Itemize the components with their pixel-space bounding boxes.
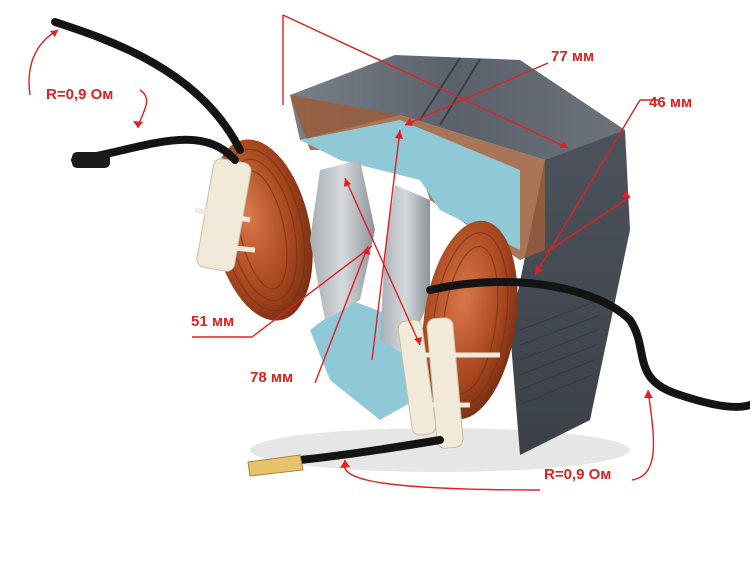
spade-terminal: [247, 454, 304, 477]
pole-left: [310, 160, 375, 320]
line-78-a: [314, 245, 369, 384]
label-resistance-top: R=0,9 Ом: [46, 86, 114, 103]
wire-end-sleeve: [72, 152, 110, 168]
line-51-b: [251, 245, 373, 338]
line-77-a: [282, 14, 569, 149]
core-top-face: [290, 55, 625, 160]
line-51-c: [344, 177, 421, 346]
line-46-c: [544, 196, 631, 254]
label-resistance-bottom: R=0,9 Ом: [544, 466, 612, 483]
label-length-78: 78 мм: [250, 369, 294, 386]
label-length-46: 46 мм: [649, 94, 693, 111]
label-length-77: 77 мм: [551, 48, 595, 65]
arrow-r-bottom-2: [631, 389, 655, 481]
laminations: [519, 299, 601, 406]
line-46-a: [534, 99, 641, 276]
line-77-c: [404, 62, 549, 126]
insulation-top: [300, 120, 520, 250]
wire-bottom: [296, 436, 444, 464]
line-78-b: [371, 129, 401, 361]
cable-ties: [194, 207, 500, 408]
arrow-heads: [50, 30, 653, 468]
wire-top-left: [51, 18, 244, 154]
annotation-arrows: [28, 14, 660, 491]
pole-right: [380, 185, 430, 355]
wire-right: [426, 277, 750, 411]
label-length-51: 51 мм: [191, 313, 235, 330]
